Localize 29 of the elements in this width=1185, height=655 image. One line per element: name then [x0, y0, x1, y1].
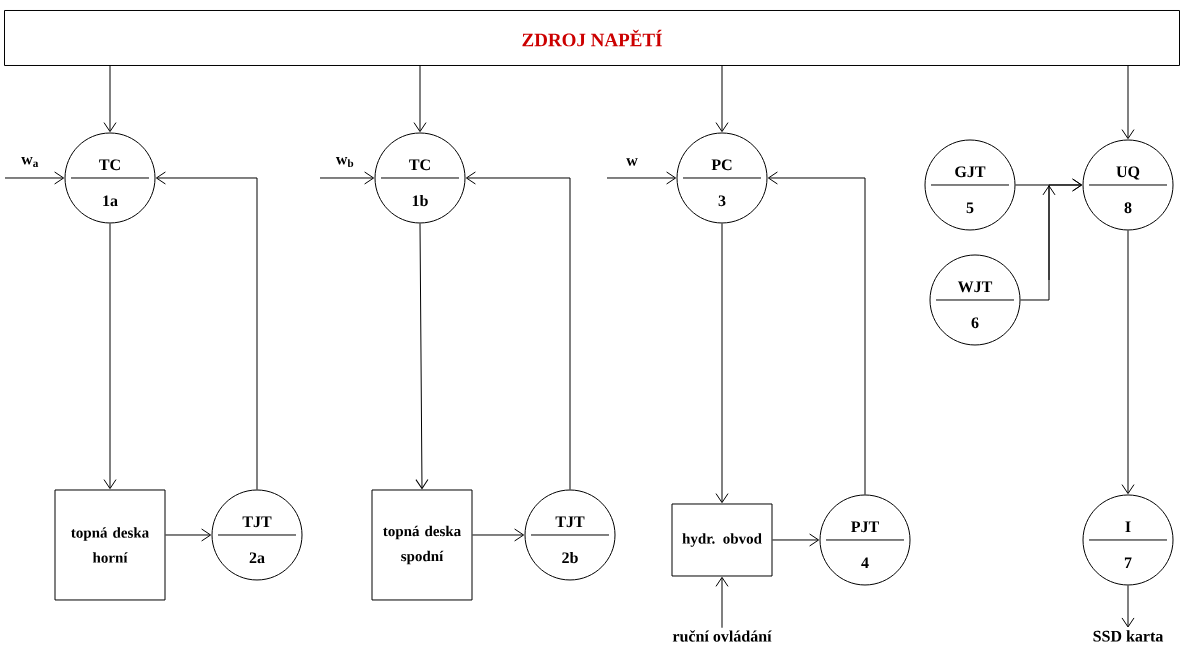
arrow: [1121, 230, 1135, 495]
arrow: [1121, 65, 1135, 140]
signal-label: ruční ovládání: [672, 630, 772, 642]
arrow: [465, 171, 571, 490]
arrow: [103, 223, 117, 490]
process-box: hydr. obvod: [671, 503, 773, 577]
arrow: [606, 171, 677, 185]
process-box: topná deska spodní: [371, 489, 473, 601]
arrow: [319, 171, 375, 185]
signal-label: w$_{a}$: [21, 156, 39, 167]
arrow: [103, 65, 117, 133]
arrow: [772, 533, 820, 547]
signal-label: w$_{b}$: [335, 156, 354, 167]
arrow: [165, 528, 212, 542]
signal-label: SSD karta: [1093, 630, 1164, 642]
signal-label: w: [626, 158, 638, 166]
arrow: [715, 223, 729, 504]
arrow: [415, 223, 429, 490]
arrow: [472, 528, 525, 542]
process-box: topná deska horní: [54, 489, 166, 601]
arrow: [155, 171, 258, 490]
arrow: [413, 65, 427, 133]
arrow: [767, 171, 866, 495]
arrow: [715, 65, 729, 133]
arrow: [1020, 178, 1083, 301]
arrow: [1121, 585, 1135, 628]
arrow: [4, 171, 65, 185]
arrow: [715, 576, 729, 629]
supply-bar: ZDROJ NAPĚTÍ: [4, 10, 1180, 66]
